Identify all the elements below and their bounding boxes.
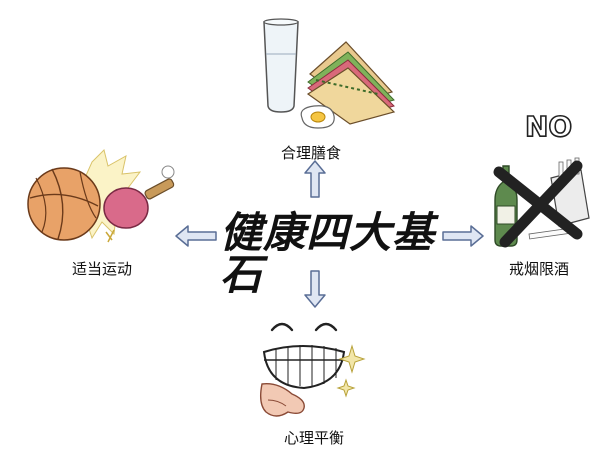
label-psychological-balance: 心理平衡 [284,429,345,447]
label-quit-smoking-limit-alcohol: 戒烟限酒 [509,260,570,278]
smiley-icon [259,322,366,417]
arrow-left-icon [175,225,217,247]
center-title: 健康四大基石 [220,208,436,299]
meal-icon [263,18,396,129]
arrow-up-icon [304,160,326,198]
no-smoking-drinking-icon: NO [493,109,590,248]
label-balanced-diet: 合理膳食 [281,144,342,162]
arrow-right-icon [442,225,484,247]
label-moderate-exercise: 适当运动 [72,260,133,278]
arrow-down-icon [304,270,326,308]
svg-text:NO: NO [525,110,572,143]
sports-icon [27,149,175,243]
